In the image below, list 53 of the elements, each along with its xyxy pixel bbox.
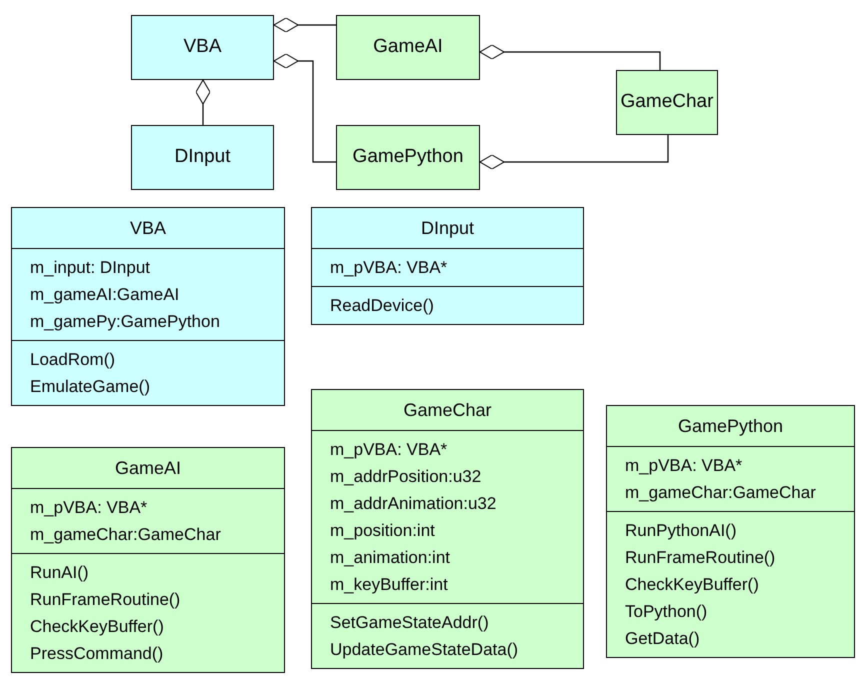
class-member: GetData() [625,628,701,650]
aggregation-line [196,80,210,125]
class-card [11,447,285,673]
class-card [11,207,285,406]
class-member: m_pVBA: VBA* [330,257,448,279]
class-name: GamePython [678,414,784,438]
class-box [616,70,718,135]
class-name: GameAI [114,456,182,480]
class-name: DInput [174,145,230,170]
class-name: VBA [183,35,222,60]
class-member: m_addrAnimation:u32 [330,493,498,515]
class-member: m_input: DInput [30,257,152,279]
class-member: UpdateGameStateData() [330,639,520,661]
class-box [336,125,480,190]
class-name: VBA [130,216,166,240]
class-member: PressCommand() [30,643,164,665]
class-name: GameChar [620,90,714,114]
class-name: GameChar [403,398,492,422]
class-member: m_gameAI:GameAI [30,284,180,306]
class-member: m_gamePy:GamePython [30,311,221,333]
aggregation-line [274,54,336,163]
class-card [606,405,855,658]
class-member: m_pVBA: VBA* [625,455,744,477]
class-member: RunPythonAI() [625,520,738,542]
class-member: RunFrameRoutine() [625,547,776,569]
class-member: CheckKeyBuffer() [30,616,165,638]
class-box [131,15,274,80]
class-member: CheckKeyBuffer() [625,574,760,596]
class-member: EmulateGame() [30,376,151,398]
class-member: m_gameChar:GameChar [625,482,817,504]
class-member: m_addrPosition:u32 [330,466,482,488]
class-name: GameAI [373,35,443,60]
aggregation-line [274,18,336,32]
class-member: m_animation:int [330,547,452,569]
class-member: m_pVBA: VBA* [30,497,148,519]
class-member: LoadRom() [30,349,116,371]
class-name: GamePython [352,145,464,170]
class-box [131,125,274,190]
aggregation-line [480,44,661,70]
class-member: RunFrameRoutine() [30,589,182,611]
class-member: ToPython() [625,601,708,623]
class-member: m_position:int [330,520,436,542]
class-member: SetGameStateAddr() [330,612,490,634]
class-member: ReadDevice() [330,295,435,317]
class-member: RunAI() [30,562,90,584]
class-member: m_pVBA: VBA* [330,439,448,461]
class-member: m_gameChar:GameChar [30,524,222,546]
aggregation-line [480,135,669,170]
class-member: m_keyBuffer:int [330,574,449,596]
class-card [311,207,584,325]
class-box [336,15,480,80]
class-name: DInput [420,216,474,240]
class-card [311,389,584,669]
